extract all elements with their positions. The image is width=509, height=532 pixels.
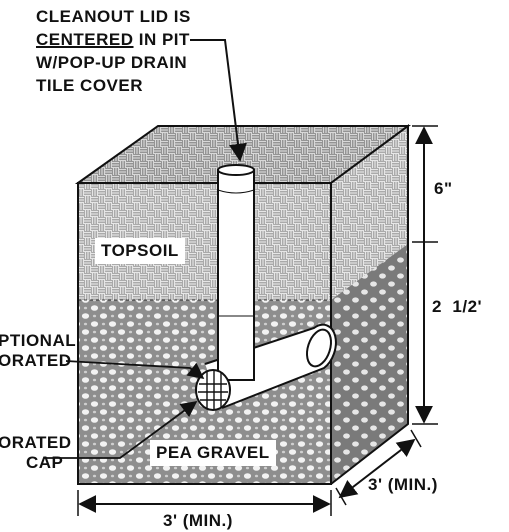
perforated-cap-icon bbox=[195, 369, 231, 411]
callout-line-2: CENTERED IN PIT bbox=[36, 29, 190, 51]
callout-line-4: TILE COVER bbox=[36, 76, 144, 95]
callout-line-3: W/POP-UP DRAIN bbox=[36, 53, 188, 72]
topsoil-label: TOPSOIL bbox=[95, 238, 185, 264]
horizontal-drain-pipe bbox=[204, 323, 337, 409]
callout-line-1: CLEANOUT LID IS bbox=[36, 7, 191, 26]
dimension-line-diagonal bbox=[338, 438, 416, 499]
callout-leader bbox=[190, 39, 247, 162]
optional-label-line-2: ORATED bbox=[0, 351, 72, 370]
perforated-label-line-1: ORATED bbox=[0, 433, 72, 452]
perforated-cap-leader bbox=[44, 401, 198, 459]
cleanout-pipe bbox=[217, 169, 255, 381]
callout-in-pit: IN PIT bbox=[138, 30, 190, 49]
pea-gravel-label: PEA GRAVEL bbox=[150, 440, 276, 466]
callout-centered-word: CENTERED bbox=[36, 30, 134, 49]
optional-leader bbox=[65, 360, 205, 379]
perforated-label-line-2: CAP bbox=[26, 453, 64, 472]
topsoil-depth-label: 6" bbox=[434, 179, 453, 198]
pit-right-face-gravel bbox=[331, 244, 408, 484]
depth-dimension-label: 3' (MIN.) bbox=[368, 475, 438, 494]
optional-label-line-1: PTIONAL bbox=[0, 331, 77, 350]
gravel-depth-label: 2 1/2' bbox=[432, 297, 483, 316]
width-dimension-label: 3' (MIN.) bbox=[163, 511, 233, 530]
